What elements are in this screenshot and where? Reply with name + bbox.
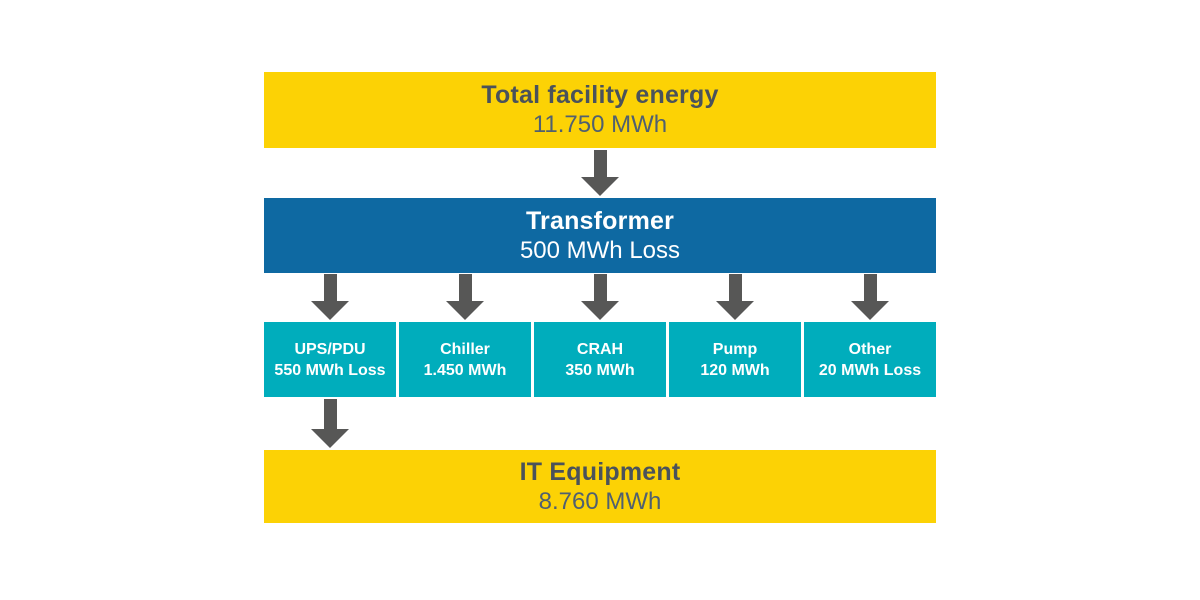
transformer-value: 500 MWh Loss [519, 236, 681, 264]
component-box-ups-pdu: UPS/PDU 550 MWh Loss [264, 322, 396, 397]
transformer-title: Transformer [525, 206, 675, 235]
down-arrow-stem [323, 399, 337, 429]
component-value: 1.450 MWh [423, 361, 507, 379]
down-arrow-head [851, 301, 889, 320]
component-title: CRAH [576, 340, 624, 358]
down-arrow-head [581, 177, 619, 196]
component-box-other: Other 20 MWh Loss [804, 322, 936, 397]
total-facility-energy-title: Total facility energy [481, 81, 719, 109]
component-title: Other [848, 340, 892, 358]
down-arrow-icon [446, 274, 484, 320]
down-arrow-head [716, 301, 754, 320]
down-arrow-head [311, 301, 349, 320]
down-arrow-icon [581, 150, 619, 196]
component-title: Pump [712, 340, 758, 358]
it-equipment-box: IT Equipment 8.760 MWh [264, 450, 936, 523]
component-title: UPS/PDU [294, 340, 366, 358]
component-box-pump: Pump 120 MWh [669, 322, 801, 397]
down-arrow-head [581, 301, 619, 320]
component-value: 20 MWh Loss [818, 361, 922, 379]
down-arrow-stem [863, 274, 877, 301]
down-arrow-stem [458, 274, 472, 301]
component-value: 350 MWh [565, 361, 635, 379]
total-facility-energy-value: 11.750 MWh [532, 111, 668, 138]
down-arrow-icon [311, 399, 349, 448]
it-equipment-value: 8.760 MWh [538, 487, 662, 515]
transformer-box: Transformer 500 MWh Loss [264, 198, 936, 273]
down-arrow-icon [581, 274, 619, 320]
down-arrow-head [446, 301, 484, 320]
down-arrow-head [311, 429, 349, 448]
down-arrow-icon [851, 274, 889, 320]
component-box-crah: CRAH 350 MWh [534, 322, 666, 397]
component-value: 550 MWh Loss [274, 361, 386, 379]
down-arrow-icon [716, 274, 754, 320]
down-arrow-stem [728, 274, 742, 301]
component-value: 120 MWh [700, 361, 770, 379]
it-equipment-title: IT Equipment [519, 457, 681, 486]
total-facility-energy-box: Total facility energy 11.750 MWh [264, 72, 936, 148]
down-arrow-stem [593, 150, 607, 177]
component-title: Chiller [440, 340, 490, 358]
down-arrow-icon [311, 274, 349, 320]
component-box-chiller: Chiller 1.450 MWh [399, 322, 531, 397]
down-arrow-stem [323, 274, 337, 301]
down-arrow-stem [593, 274, 607, 301]
